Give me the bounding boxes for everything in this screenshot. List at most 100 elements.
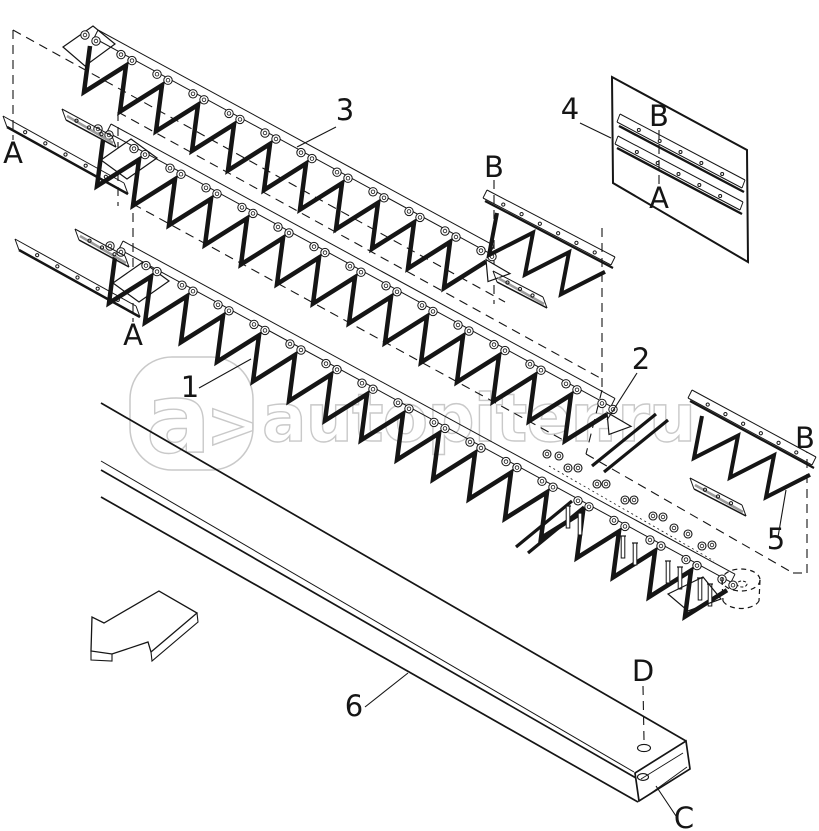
knife-bolt [321, 358, 331, 369]
callout-5: 5 [767, 522, 785, 556]
knife-bolt [453, 320, 463, 330]
knife-bolt [573, 496, 583, 506]
knife-bolt [152, 69, 162, 79]
bar-hole [95, 286, 100, 291]
knife-sections-zigzag [486, 212, 606, 298]
knife-bolt [368, 187, 378, 197]
fastener-hardware [542, 449, 717, 607]
direction-arrow-side [150, 612, 199, 663]
bar-hole [86, 125, 92, 130]
bar-hole [99, 245, 105, 250]
knife-bolt [188, 286, 198, 296]
bar-stripe [66, 114, 114, 145]
knife-sections-zigzag [691, 415, 811, 501]
bar-hole [99, 132, 104, 137]
bar-hole [715, 494, 721, 499]
bar-hole [87, 238, 92, 243]
ref-letter-a-left-bottom: A [123, 318, 143, 352]
bar-hole [74, 118, 79, 123]
break-mark [514, 499, 574, 549]
bar-hole [519, 212, 524, 217]
knife-sections-zigzag [81, 45, 488, 293]
knife-bolt [165, 163, 175, 173]
knife-head-cylinder [666, 568, 761, 612]
knife-bolt [309, 241, 319, 252]
bar-hole [705, 402, 710, 407]
cylinder-bottom [722, 600, 760, 610]
nut-washer [542, 449, 552, 459]
ref-letter-a-left-top: A [3, 136, 23, 170]
knife-bolt [417, 300, 427, 311]
rivet-pin [577, 512, 583, 536]
beam-front-top-edge [100, 469, 637, 779]
watermark-logo-chevron-icon: > [206, 389, 260, 463]
leader-line-4 [579, 122, 612, 139]
knife-bolt [332, 364, 342, 375]
knife-bolt [199, 95, 209, 105]
knife-bolt [572, 385, 582, 395]
rivet-pin [632, 542, 638, 566]
knife-bolt [692, 560, 702, 571]
knife-bolt [728, 580, 738, 590]
knife-bolt [213, 300, 223, 310]
callout-3: 3 [336, 93, 354, 127]
rivet-pin [665, 560, 671, 584]
knife-bolt [393, 398, 403, 408]
knife-bolt [141, 260, 151, 271]
bar-hole [43, 141, 48, 146]
knife-bolt [201, 183, 211, 193]
nut-washer [554, 451, 564, 461]
ref-letter-b-panel: B [649, 99, 669, 133]
nut-washer [658, 512, 668, 522]
knife-bolt [271, 134, 281, 144]
knife-bolt [285, 339, 295, 349]
backing-bar [2, 115, 129, 196]
knife-row-middle [93, 123, 633, 446]
bar-hole [574, 240, 579, 245]
knife-bolt [140, 149, 150, 160]
knife-bolt [681, 554, 691, 565]
spare-knife-panel [610, 75, 750, 264]
bar-hole [103, 174, 108, 179]
knife-bolt [296, 147, 306, 158]
backing-bar [14, 238, 141, 319]
knife-bolt [260, 128, 270, 138]
knife-bolt [345, 261, 355, 271]
hardware-axis-line [548, 465, 715, 562]
knife-bolt [273, 222, 283, 232]
leader-line-2 [606, 372, 638, 421]
bar-hole [676, 172, 681, 176]
bar-hole [556, 231, 561, 236]
direction-arrow-side [90, 651, 113, 662]
section-assembly-b-right [687, 389, 817, 517]
rivet-pin [565, 505, 571, 529]
nut-washer [648, 511, 658, 521]
knife-bolt [536, 365, 546, 375]
knife-bolt [307, 153, 317, 164]
knife-bolt [320, 247, 330, 258]
knife-bolt [440, 423, 450, 434]
knife-back-bar [93, 37, 491, 255]
break-mark [590, 412, 658, 468]
knife-head-plate [666, 576, 723, 612]
direction-arrow-icon [90, 590, 199, 663]
cutter-bar-beam [100, 402, 691, 803]
bar-hole [741, 421, 746, 426]
bar-hole [697, 183, 702, 187]
knife-bolt [248, 208, 258, 219]
ref-letter-a-panel: A [649, 181, 669, 215]
bar-hole [718, 194, 723, 198]
knife-bolt [404, 206, 414, 217]
beam-front-bottom-edge [100, 496, 639, 803]
knife-bolt [464, 326, 474, 336]
end-section-assemblies [482, 189, 817, 517]
nut-washer [601, 479, 611, 489]
leader-line-3 [296, 126, 337, 148]
knife-row-bottom [105, 240, 738, 622]
ref-letter-d: D [632, 654, 654, 688]
cylinder-hole [736, 580, 748, 588]
knife-bolt [525, 359, 535, 369]
knife-bolt [428, 306, 438, 317]
